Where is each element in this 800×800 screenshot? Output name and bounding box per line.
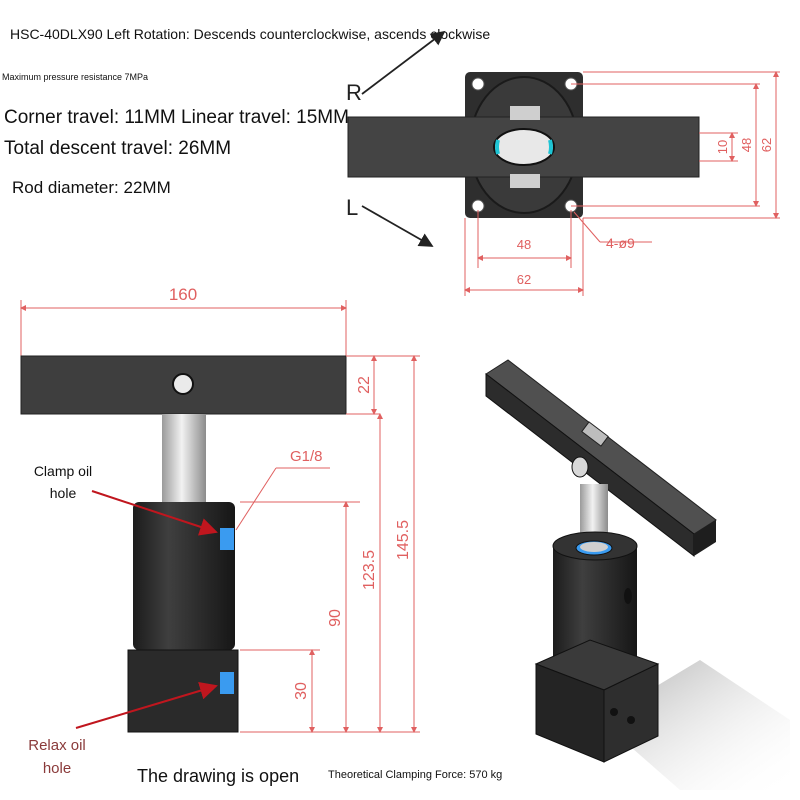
clamp-oil-port bbox=[220, 528, 234, 550]
pressure-spec: Maximum pressure resistance 7MPa bbox=[2, 72, 149, 82]
relax-oil-arrow bbox=[75, 681, 218, 729]
dim-90: 90 bbox=[327, 609, 344, 627]
arm-bolt-hole-icon bbox=[172, 373, 194, 395]
dim-30: 30 bbox=[293, 682, 310, 700]
descent-travel-spec: Total descent travel: 26MM bbox=[4, 138, 232, 159]
iso-base-port-icon bbox=[627, 716, 635, 724]
iso-arm-hole-icon bbox=[571, 456, 589, 478]
mount-hole-icon bbox=[471, 77, 485, 91]
arm-slot-top bbox=[510, 106, 540, 120]
seal-ring-icon bbox=[495, 139, 553, 155]
clamp-oil-hole-label: Clamp oil hole bbox=[33, 463, 93, 501]
dim-62-horizontal: 62 bbox=[517, 272, 531, 287]
dim-145-5: 145.5 bbox=[395, 520, 412, 560]
r-rotation-arrow bbox=[361, 30, 446, 95]
iso-arm-slot bbox=[581, 421, 609, 447]
relax-oil-port bbox=[220, 672, 234, 694]
l-label: L bbox=[346, 195, 358, 220]
arm-slot-bottom bbox=[510, 174, 540, 188]
relax-oil-hole-label: Relax oil hole bbox=[28, 737, 86, 777]
piston-rod bbox=[162, 414, 206, 502]
dim-123-5: 123.5 bbox=[361, 550, 378, 590]
clamp-oil-arrow bbox=[91, 490, 218, 536]
cylinder-body bbox=[133, 502, 235, 650]
iso-port-icon bbox=[624, 588, 632, 604]
dim-48-vertical: 48 bbox=[739, 138, 754, 152]
clamping-force-note: Theoretical Clamping Force: 570 kg bbox=[328, 769, 503, 781]
thread-spec: G1/8 bbox=[290, 448, 323, 465]
isometric-view bbox=[485, 359, 790, 790]
l-rotation-arrow bbox=[361, 205, 434, 247]
dim-62-vertical: 62 bbox=[759, 138, 774, 152]
iso-cylinder bbox=[553, 546, 637, 656]
side-view: 160 G1/8 bbox=[20, 285, 420, 733]
iso-base-side bbox=[603, 663, 659, 763]
title: HSC-40DLX90 Left Rotation: Descends coun… bbox=[10, 26, 491, 42]
bolt-hole-icon bbox=[493, 128, 555, 166]
rod-diameter-spec: Rod diameter: 22MM bbox=[12, 178, 171, 197]
corner-travel-spec: Corner travel: 11MM Linear travel: 15MM bbox=[4, 107, 349, 128]
dim-160: 160 bbox=[169, 285, 197, 304]
dim-22: 22 bbox=[356, 376, 373, 394]
r-label: R bbox=[346, 80, 362, 105]
iso-arm-end bbox=[694, 520, 716, 556]
mount-holes-spec: 4-ø9 bbox=[606, 235, 635, 251]
dim-48-horizontal: 48 bbox=[517, 237, 531, 252]
flange-base bbox=[127, 649, 239, 733]
dim-10: 10 bbox=[715, 140, 730, 154]
open-drawing-note: The drawing is open bbox=[137, 766, 300, 786]
iso-rod-end bbox=[580, 542, 608, 552]
top-view: R L bbox=[346, 30, 780, 296]
iso-base-port-icon bbox=[610, 708, 618, 716]
